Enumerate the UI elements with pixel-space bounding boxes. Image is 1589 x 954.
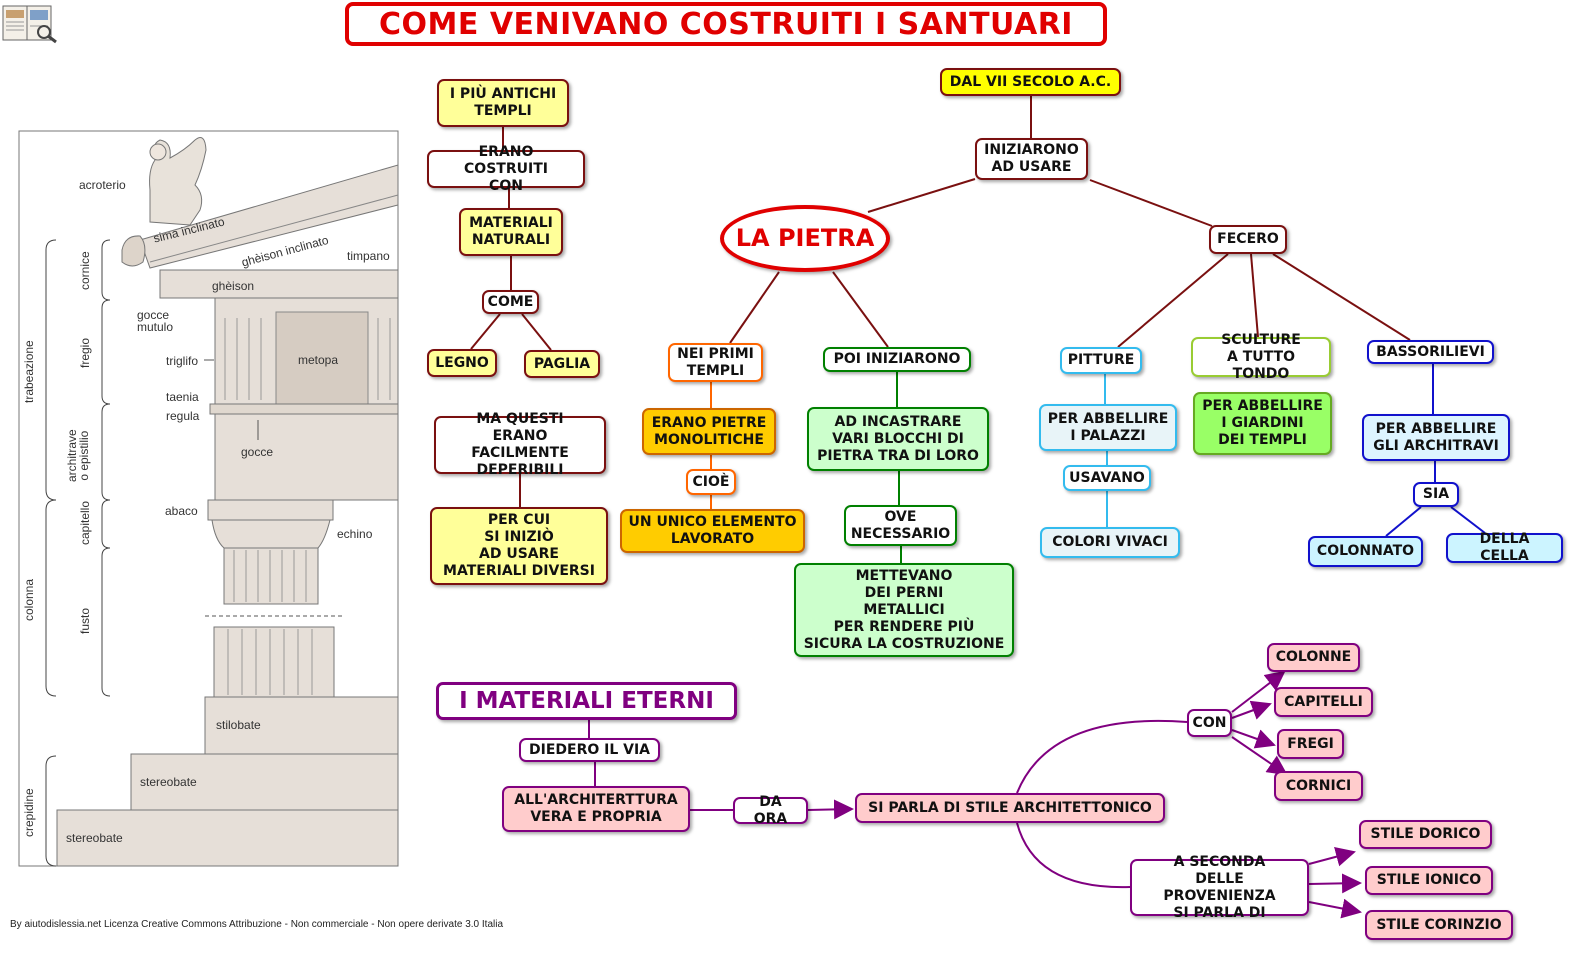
node-colori-vivaci: COLORI VIVACI bbox=[1040, 527, 1180, 558]
node-ad-incastrare: AD INCASTRARE VARI BLOCCHI DI PIETRA TRA… bbox=[807, 407, 989, 471]
label-metopa: metopa bbox=[298, 353, 339, 367]
node-fecero: FECERO bbox=[1209, 225, 1287, 254]
node-ove-necessario: OVE NECESSARIO bbox=[844, 505, 957, 546]
node-dal-vii-secolo: DAL VII SECOLO A.C. bbox=[940, 68, 1121, 96]
node-colonnato: COLONNATO bbox=[1308, 536, 1423, 567]
label-abaco: abaco bbox=[165, 504, 198, 518]
node-antichi-templi: I PIÙ ANTICHI TEMPLI bbox=[437, 79, 569, 127]
label-stilobate: stilobate bbox=[216, 718, 261, 732]
node-materiali-naturali: MATERIALI NATURALI bbox=[459, 208, 563, 256]
node-la-pietra: LA PIETRA bbox=[720, 205, 890, 272]
label-triglifo: triglifo bbox=[166, 354, 199, 368]
node-come: COME bbox=[482, 290, 539, 314]
node-pitture: PITTURE bbox=[1060, 347, 1142, 374]
node-erano-costruiti: ERANO COSTRUITI CON bbox=[427, 144, 585, 194]
node-usavano: USAVANO bbox=[1063, 465, 1151, 491]
node-abbellire-palazzi: PER ABBELLIRE I PALAZZI bbox=[1039, 404, 1177, 451]
node-iniziarono: INIZIARONO AD USARE bbox=[975, 138, 1088, 180]
node-con: CON bbox=[1187, 709, 1232, 737]
label-gocce-mutulo: gocce mutulo bbox=[137, 308, 174, 334]
node-abbellire-architravi: PER ABBELLIRE GLI ARCHITRAVI bbox=[1362, 414, 1510, 461]
label-stereobate-2: stereobate bbox=[66, 831, 123, 845]
sphinx-acroterion bbox=[149, 137, 207, 226]
label-acroterio: acroterio bbox=[79, 178, 126, 192]
node-poi-iniziarono: POI INIZIARONO bbox=[823, 347, 971, 372]
node-cioe: CIOÈ bbox=[686, 469, 736, 495]
node-cornici: CORNICI bbox=[1274, 771, 1363, 801]
node-abbellire-giardini: PER ABBELLIRE I GIARDINI DEI TEMPLI bbox=[1193, 392, 1332, 455]
node-nei-primi-templi: NEI PRIMI TEMPLI bbox=[668, 343, 763, 382]
node-colonne: COLONNE bbox=[1267, 643, 1360, 672]
book-icon bbox=[2, 5, 57, 44]
node-della-cella: DELLA CELLA bbox=[1446, 531, 1563, 564]
node-paglia: PAGLIA bbox=[524, 350, 600, 378]
label-echino: echino bbox=[337, 527, 373, 541]
label-regula: regula bbox=[166, 409, 200, 423]
label-taenia: taenia bbox=[166, 390, 199, 404]
node-da-ora: DA ORA bbox=[733, 794, 808, 827]
node-stile-dorico: STILE DORICO bbox=[1359, 820, 1492, 849]
label-gocce: gocce bbox=[241, 445, 274, 459]
node-capitelli: CAPITELLI bbox=[1274, 687, 1373, 717]
label-gheison: ghèison bbox=[212, 279, 255, 293]
node-stile-corinzio: STILE CORINZIO bbox=[1365, 910, 1513, 940]
label-timpano: timpano bbox=[347, 249, 390, 263]
page-title: COME VENIVANO COSTRUITI I SANTUARI bbox=[345, 2, 1107, 46]
node-unico-elemento: UN UNICO ELEMENTO LAVORATO bbox=[620, 509, 805, 553]
node-bassorilievi: BASSORILIEVI bbox=[1367, 340, 1494, 364]
node-materiali-eterni: I MATERIALI ETERNI bbox=[436, 682, 737, 720]
node-si-parla: SI PARLA DI STILE ARCHITETTONICO bbox=[855, 793, 1165, 823]
node-sculture: SCULTURE A TUTTO TONDO bbox=[1191, 332, 1331, 382]
node-sia: SIA bbox=[1413, 482, 1459, 507]
node-architerttura: ALL'ARCHITERTTURA VERA E PROPRIA bbox=[502, 786, 690, 832]
node-ma-questi: MA QUESTI ERANO FACILMENTE DEPERIBILI bbox=[434, 411, 606, 478]
node-diedero: DIEDERO IL VIA bbox=[519, 738, 660, 762]
node-stile-ionico: STILE IONICO bbox=[1365, 866, 1493, 895]
node-legno: LEGNO bbox=[427, 349, 497, 377]
license-footer: By aiutodislessia.net Licenza Creative C… bbox=[10, 919, 504, 930]
label-stereobate-1: stereobate bbox=[140, 775, 197, 789]
node-mettevano: METTEVANO DEI PERNI METALLICI PER RENDER… bbox=[794, 563, 1014, 657]
node-erano-pietre: ERANO PIETRE MONOLITICHE bbox=[642, 408, 776, 455]
node-per-cui: PER CUI SI INIZIÒ AD USARE MATERIALI DIV… bbox=[430, 507, 608, 585]
node-a-seconda: A SECONDA DELLE PROVENIENZA SI PARLA DI bbox=[1130, 854, 1309, 921]
doric-order-illustration bbox=[18, 130, 399, 867]
node-fregi: FREGI bbox=[1277, 729, 1344, 759]
